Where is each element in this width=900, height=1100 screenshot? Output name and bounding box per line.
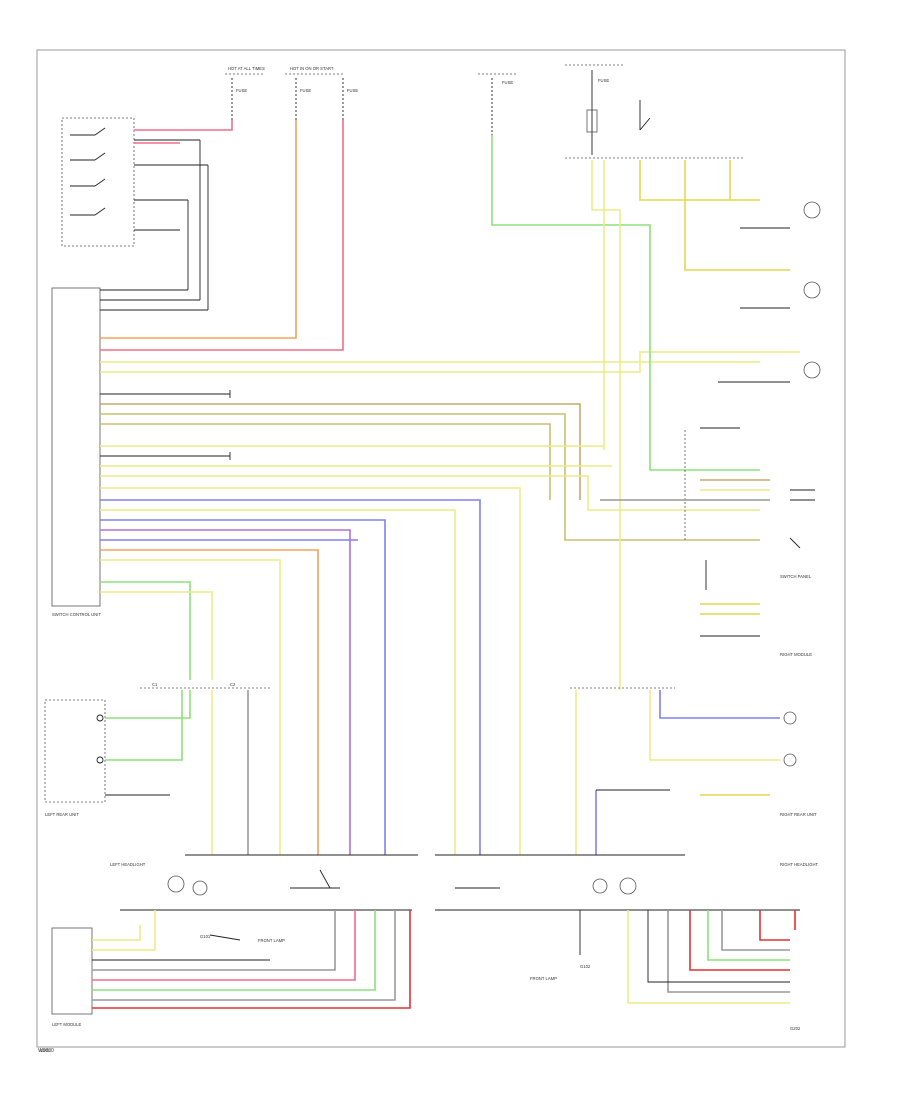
left-headlight-label: LEFT HEADLIGHT <box>110 862 146 867</box>
left-headlight-bus: LEFT HEADLIGHT <box>110 854 418 896</box>
diagram-border <box>36 49 846 1048</box>
right-connector-block: SWITCH PANEL <box>600 427 815 579</box>
switch-panel-label: SWITCH PANEL <box>780 574 812 579</box>
hot-at-all-times-label: HOT AT ALL TIMES <box>228 66 265 71</box>
connector-a-label: C1 <box>152 682 158 687</box>
ground-3-label: G201 <box>40 1048 51 1053</box>
left-rear-lamp-area: LEFT REAR UNIT C1 C2 <box>44 682 236 817</box>
right-lamps <box>718 201 821 383</box>
right-headlight-bus: RIGHT HEADLIGHT <box>435 854 819 895</box>
top-left-switch-assembly <box>61 117 209 310</box>
front-left-lamp-label: FRONT LAMP <box>258 938 285 943</box>
ground-1-label: G101 <box>200 934 211 939</box>
ground-2-label: G102 <box>580 964 591 969</box>
fuse-b-label: FUSE <box>300 88 311 93</box>
fuse-d-label: FUSE <box>502 80 513 85</box>
right-lower-block: RIGHT MODULE <box>700 560 812 657</box>
switch-control-unit: SWITCH CONTROL UNIT <box>51 287 101 617</box>
right-headlight-label: RIGHT HEADLIGHT <box>780 862 819 867</box>
left-module-label: LEFT MODULE <box>52 1022 81 1027</box>
right-rear-lamp-area: RIGHT REAR UNIT <box>570 687 817 817</box>
fuse-a-label: FUSE <box>236 88 247 93</box>
top-left-fuse-block: HOT AT ALL TIMES HOT IN ON OR START FUSE… <box>225 66 358 120</box>
left-module-block: LEFT MODULE FRONT LAMP G101 <box>51 909 412 1027</box>
right-module-block: FRONT LAMP G102 G201 G202 <box>40 909 801 1053</box>
connector-b-label: C2 <box>230 682 236 687</box>
fuse-e-label: FUSE <box>598 78 609 83</box>
footer-code: W0000 <box>38 1048 54 1054</box>
top-right-fuse-block: FUSE FUSE <box>478 64 745 159</box>
left-rear-unit-label: LEFT REAR UNIT <box>45 812 79 817</box>
fuse-c-label: FUSE <box>347 88 358 93</box>
front-right-lamp-label: FRONT LAMP <box>530 976 557 981</box>
ground-4-label: G202 <box>790 1026 801 1031</box>
right-rear-unit-label: RIGHT REAR UNIT <box>780 812 817 817</box>
hot-in-on-label: HOT IN ON OR START <box>290 66 334 71</box>
ecu-label: SWITCH CONTROL UNIT <box>52 612 101 617</box>
right-module-label: RIGHT MODULE <box>780 652 812 657</box>
